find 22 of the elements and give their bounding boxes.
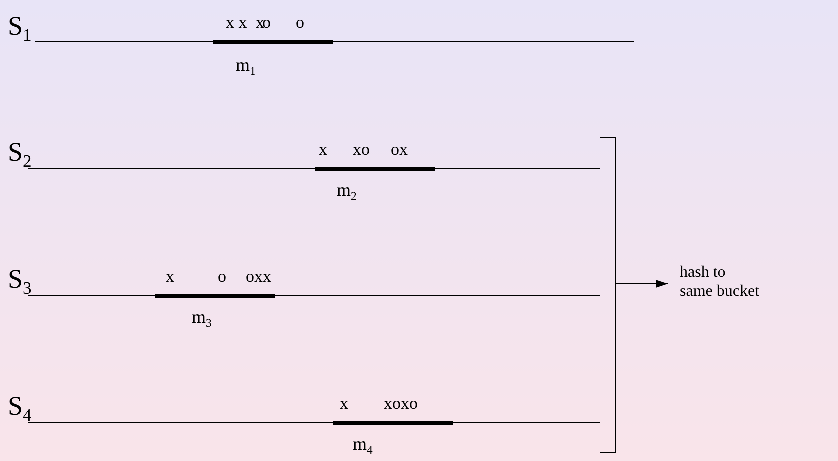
- sequence-label: S$_{3}$: [8, 266, 32, 298]
- match-marks: o: [296, 14, 304, 31]
- bucket-label: hash to same bucket: [680, 263, 761, 301]
- match-label: m$_{3}$: [192, 308, 212, 330]
- match-marks: x x: [226, 14, 248, 31]
- sequence-label: S$_{2}$: [8, 139, 32, 171]
- sequence-label: S$_{1}$: [8, 13, 32, 45]
- match-label: m$_{4}$: [353, 435, 373, 457]
- match-marks: x: [166, 268, 174, 285]
- match-marks: x: [340, 395, 348, 412]
- match-label: m$_{2}$: [337, 181, 357, 203]
- overlapping-marks: xo: [256, 14, 270, 31]
- match-marks: oxx: [246, 268, 272, 285]
- arrow: [616, 280, 668, 288]
- match-marks: xo: [353, 141, 370, 158]
- match-marks: xoxo: [384, 395, 418, 412]
- bracket: [600, 138, 616, 454]
- match-marks: ox: [391, 141, 408, 158]
- sequence-label: S$_{4}$: [8, 393, 32, 425]
- match-marks: x: [319, 141, 328, 158]
- match-label: m$_{1}$: [236, 56, 256, 78]
- match-marks: o: [218, 268, 226, 285]
